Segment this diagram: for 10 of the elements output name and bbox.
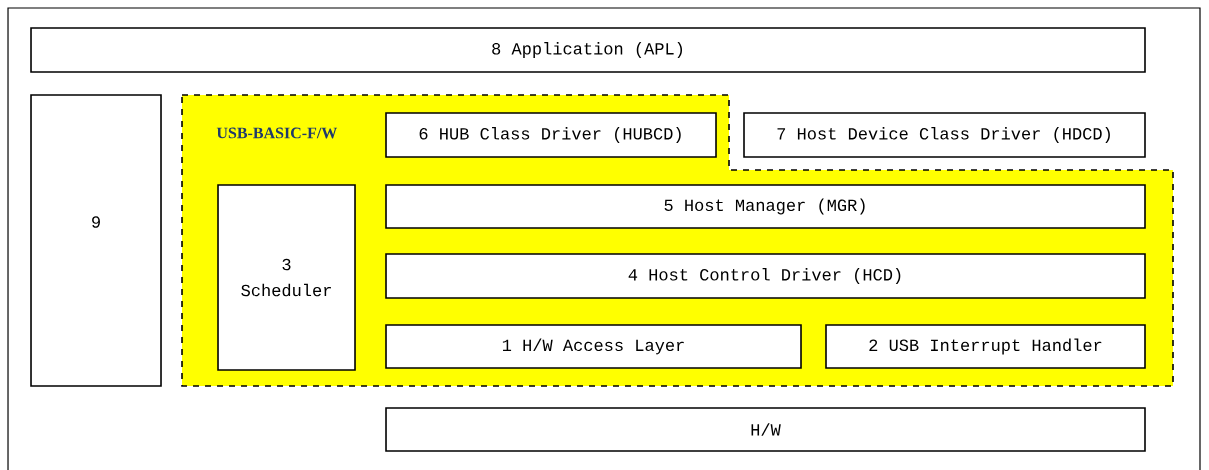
rtos-box: 9 (30, 94, 162, 387)
layer-box: H/W (385, 407, 1146, 452)
layer-box: 7 Host Device Class Driver (HDCD) (743, 112, 1146, 158)
layer-box: 2 USB Interrupt Handler (825, 324, 1146, 369)
layer-box: 5 Host Manager (MGR) (385, 184, 1146, 229)
layer-box: 3 Scheduler (217, 184, 356, 371)
layer-box: 6 HUB Class Driver (HUBCD) (385, 112, 717, 158)
layer-box: 1 H/W Access Layer (385, 324, 802, 369)
layer-box: 8 Application (APL) (30, 27, 1146, 73)
layer-box: 4 Host Control Driver (HCD) (385, 253, 1146, 299)
